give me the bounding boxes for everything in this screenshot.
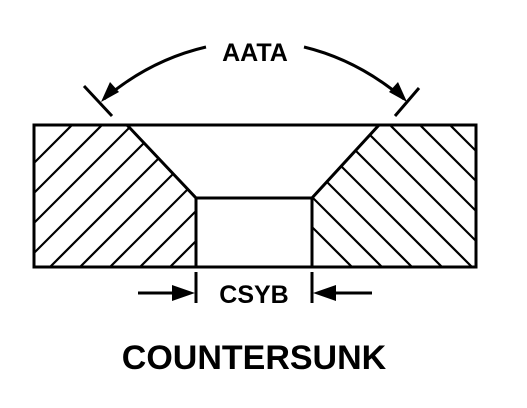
angle-arrowhead-right (389, 82, 407, 102)
angle-label: AATA (222, 39, 288, 67)
right-section-hatching (312, 125, 476, 267)
diagram-caption: COUNTERSUNK (122, 339, 387, 377)
left-section-outline (32, 123, 198, 269)
angle-extension-line-left (82, 84, 114, 118)
angle-arc-right (303, 45, 405, 101)
angle-arc-left (103, 45, 207, 101)
angle-arrowhead-left (101, 82, 119, 102)
left-section-hatching (34, 125, 196, 267)
right-section-outline (310, 123, 478, 269)
diameter-arrowhead-left (172, 285, 195, 301)
diameter-arrowhead-right (313, 285, 336, 301)
diameter-label: CSYB (219, 281, 288, 309)
